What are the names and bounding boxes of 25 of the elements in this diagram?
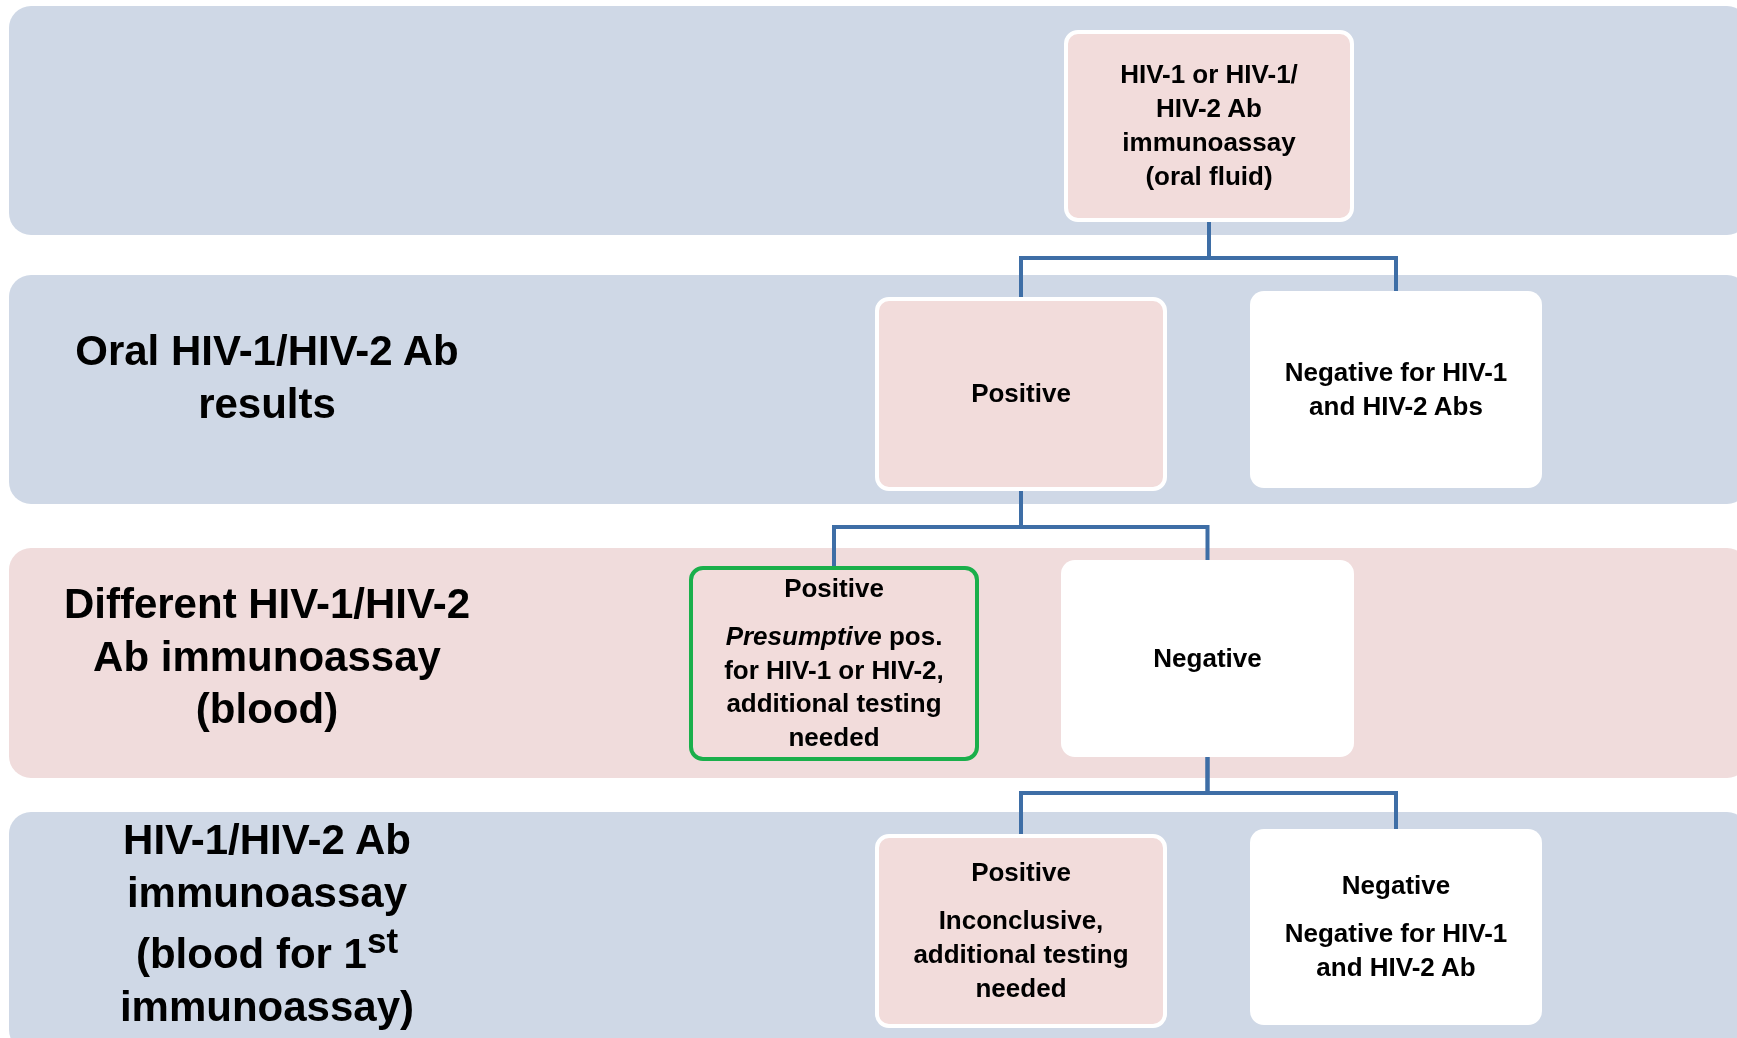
result-note: Negative for HIV-1 and HIV-2 Ab	[1283, 917, 1509, 984]
row-heading: Different HIV-1/HIV-2 Ab immunoassay (blood)	[62, 579, 472, 734]
band-panel	[9, 6, 1737, 235]
result-text: Positive	[784, 572, 884, 605]
result-text: Negative for HIV-1 and HIV-2 Abs	[1283, 355, 1509, 423]
result-text: Positive	[971, 856, 1071, 890]
band-panel	[9, 548, 1737, 778]
result-box	[1064, 30, 1354, 222]
row-heading: Oral HIV-1/HIV-2 Ab results	[74, 326, 460, 429]
result-text: Negative	[1341, 869, 1451, 903]
result-box	[1061, 560, 1354, 757]
result-box	[689, 566, 979, 761]
result-text: Positive	[971, 377, 1071, 411]
band-panel	[9, 812, 1737, 1038]
result-note: Presumptive pos. for HIV-1 or HIV-2, additional testing needed	[723, 619, 945, 755]
result-text: Negative	[1153, 641, 1262, 675]
result-box	[875, 297, 1167, 491]
result-box	[1250, 291, 1542, 488]
result-box	[875, 834, 1167, 1028]
result-note: Inconclusive, additional testing needed	[912, 904, 1130, 1005]
result-box	[1250, 829, 1542, 1025]
band-panel	[9, 275, 1737, 504]
row-heading: HIV-1/HIV-2 Ab immunoassay (blood for 1$^{st}$ immunoassay)	[118, 815, 416, 1032]
connector-line	[1205, 757, 1398, 829]
result-text: HIV-1 or HIV-1/ HIV-2 Ab immunoassay (oral fluid)	[1119, 58, 1299, 193]
